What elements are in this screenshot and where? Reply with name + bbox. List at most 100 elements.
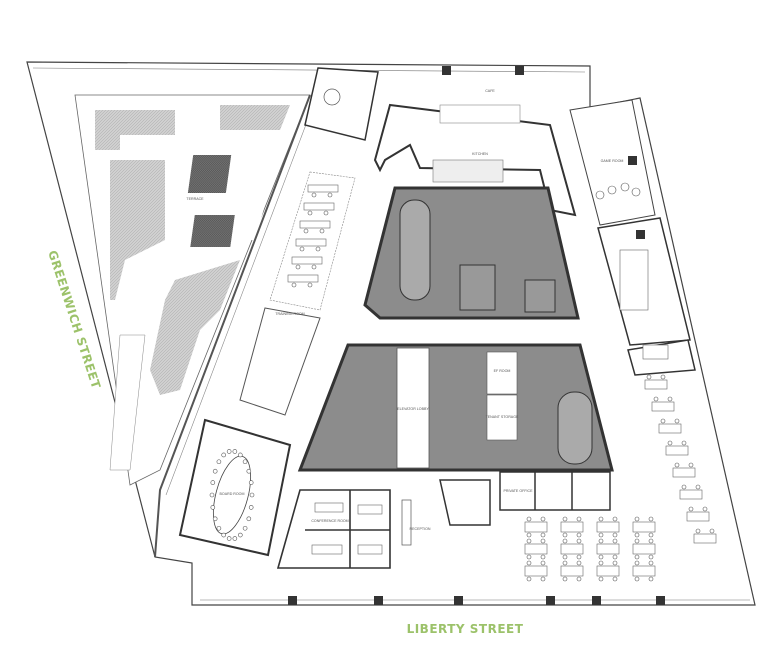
chair — [634, 532, 640, 538]
chair — [576, 538, 582, 544]
chair — [216, 459, 222, 465]
chair — [540, 560, 546, 566]
desk — [524, 543, 548, 555]
desk — [596, 565, 620, 577]
chair — [562, 532, 568, 538]
chair — [307, 210, 313, 216]
chair — [210, 480, 216, 485]
chair — [667, 440, 673, 446]
chair — [221, 532, 226, 538]
chair — [232, 449, 238, 454]
chair — [248, 505, 254, 510]
desk — [596, 543, 620, 555]
chair — [653, 396, 659, 402]
chair — [291, 282, 297, 288]
desk — [632, 521, 656, 533]
chair — [576, 554, 582, 560]
building-core-south — [297, 343, 614, 472]
chair — [576, 560, 582, 566]
chair — [631, 187, 641, 197]
chair — [242, 525, 248, 531]
room-label-game-room: GAME ROOM — [601, 159, 624, 163]
chair — [634, 538, 640, 544]
chair — [660, 418, 666, 424]
chair — [634, 576, 640, 582]
chair — [540, 554, 546, 560]
desk — [693, 533, 717, 544]
desk — [287, 274, 319, 283]
column — [656, 596, 665, 605]
chair — [634, 554, 640, 560]
room-label-training-room: TRAINING ROOM — [275, 312, 304, 316]
chair — [562, 560, 568, 566]
desk — [560, 543, 584, 555]
desk — [686, 511, 710, 522]
desk — [672, 467, 696, 478]
desk — [299, 220, 331, 229]
chair — [323, 210, 329, 216]
kitchen: KITCHEN CAFE — [373, 89, 577, 217]
chair — [242, 459, 248, 465]
column — [442, 66, 451, 75]
chair — [526, 576, 532, 582]
chair — [576, 576, 582, 582]
planter — [187, 155, 232, 193]
elevator-shaft — [524, 279, 556, 313]
chair — [226, 449, 232, 454]
chair — [607, 185, 617, 195]
chair — [576, 516, 582, 522]
desk — [524, 521, 548, 533]
desk — [314, 502, 344, 513]
chair — [562, 554, 568, 560]
chair — [681, 484, 687, 490]
chair — [648, 538, 654, 544]
chair — [634, 516, 640, 522]
chair — [526, 554, 532, 560]
chair — [648, 516, 654, 522]
planter — [190, 215, 235, 247]
street-label-liberty: LIBERTY STREET — [407, 622, 524, 636]
chair — [311, 264, 317, 270]
ef-room — [486, 351, 518, 395]
room-label-conference-room: CONFERENCE ROOM — [311, 519, 348, 523]
chair — [303, 228, 309, 234]
window-line-north — [32, 67, 586, 73]
chair — [540, 532, 546, 538]
chair — [612, 554, 618, 560]
chair — [612, 576, 618, 582]
meeting-room-top-left — [304, 67, 379, 141]
column — [546, 596, 555, 605]
chair — [598, 576, 604, 582]
chair — [688, 462, 694, 468]
chair — [246, 516, 252, 522]
desk — [560, 521, 584, 533]
chair — [295, 264, 301, 270]
board-room: BOARD ROOM — [178, 418, 292, 557]
chair — [311, 192, 317, 198]
desk — [658, 423, 682, 434]
desk — [632, 565, 656, 577]
chair — [598, 516, 604, 522]
chair — [526, 516, 532, 522]
chair — [598, 554, 604, 560]
column — [636, 230, 645, 239]
chair — [210, 505, 216, 510]
desk — [560, 565, 584, 577]
room-label-cafe: CAFE — [485, 89, 495, 93]
chair — [307, 282, 313, 288]
facade-wall-west — [154, 94, 311, 558]
chair — [319, 228, 325, 234]
chair — [238, 532, 243, 538]
chair — [681, 440, 687, 446]
desk — [651, 401, 675, 412]
desk — [632, 543, 656, 555]
stair-south — [557, 391, 593, 465]
chair — [232, 536, 238, 541]
chair — [562, 576, 568, 582]
room-label-private-office: PRIVATE OFFICE — [503, 489, 533, 493]
room-label-reception: RECEPTION — [410, 527, 431, 531]
chair — [212, 468, 218, 474]
desk — [644, 379, 668, 390]
furniture — [209, 182, 717, 582]
